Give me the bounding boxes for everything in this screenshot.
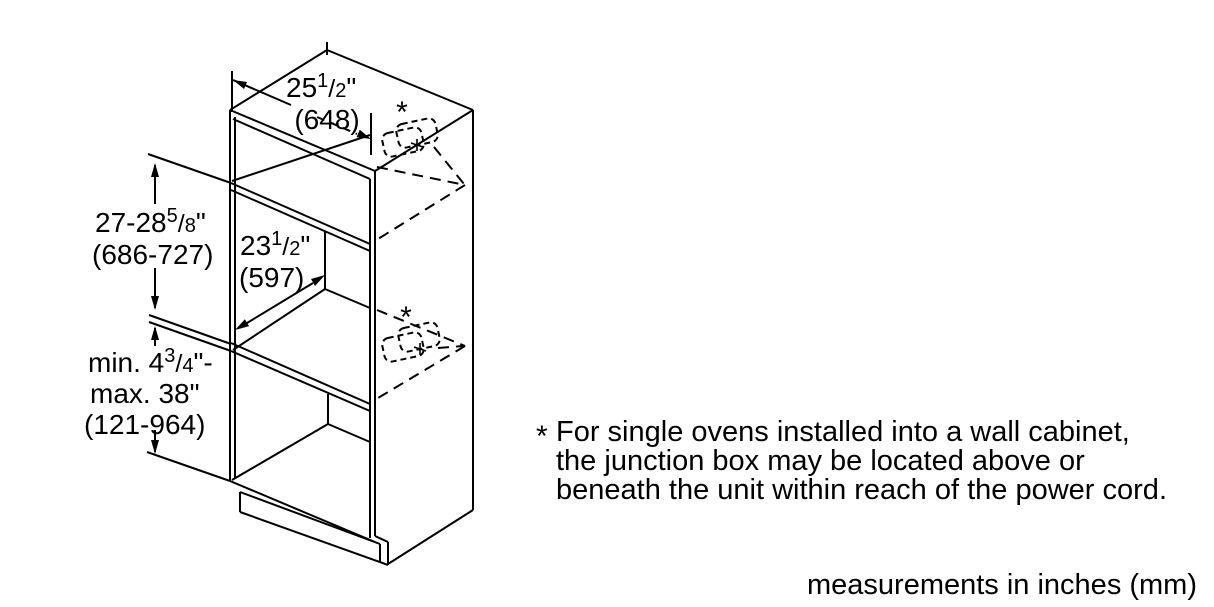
junction-box-middle-cross [413, 343, 427, 355]
cabinet-outline [229, 42, 474, 566]
depth-dimension-mm: (597) [239, 262, 304, 293]
junction-box-top-back [395, 117, 439, 149]
units-caption: measurements in inches (mm) [807, 569, 1197, 601]
width-dimension-dashed-segment [316, 116, 358, 135]
note-line-2: the junction box may be located above or [556, 445, 1085, 477]
depth-dimension-inches: 231/2" [240, 228, 310, 261]
note-line-3: beneath the unit within reach of the pow… [556, 474, 1167, 506]
width-dimension-mm: (648) [294, 104, 359, 135]
note-asterisk: * [536, 420, 548, 453]
clearance-dimension-max: max. 38" [90, 378, 200, 409]
width-dimension-inches: 251/2" [286, 70, 356, 103]
junction-box-top-front [381, 126, 425, 158]
junction-box-middle [381, 321, 441, 363]
junction-box-asterisk-middle: * [400, 301, 412, 334]
cutout-height-dimension-mm: (686-727) [92, 239, 213, 270]
junction-box-top-cross [410, 139, 424, 151]
cutout-height-dimension-inches: 27-285/8" [95, 205, 206, 238]
clearance-dimension-min: min. 43/4"- [88, 345, 213, 378]
note-line-1: For single ovens installed into a wall c… [556, 416, 1130, 448]
clearance-dimension-mm: (121-964) [84, 409, 205, 440]
junction-box-middle-front [381, 331, 425, 363]
hidden-edges-dashed [376, 146, 466, 399]
junction-box-asterisk-top: * [396, 96, 408, 129]
junction-box-top [381, 117, 439, 158]
